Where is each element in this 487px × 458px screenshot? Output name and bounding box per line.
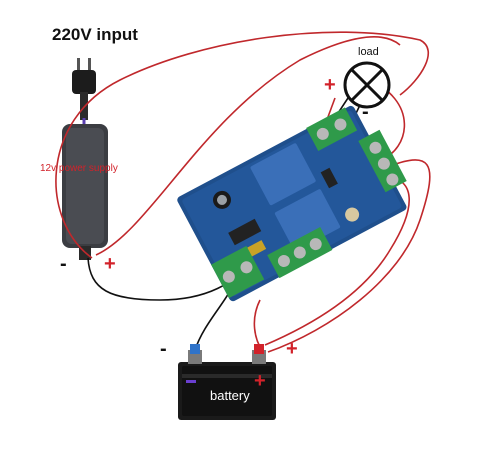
- supply-plus-sign: +: [104, 253, 116, 275]
- battery-body-plus-sign: +: [254, 370, 266, 392]
- power-supply-label: 12v power supply: [40, 163, 118, 174]
- title-220v-input: 220V input: [52, 25, 138, 44]
- terminal-block-left: [211, 245, 265, 299]
- load-minus-sign: -: [362, 101, 369, 123]
- battery-minus-mark: [186, 380, 196, 383]
- battery-minus-sign: -: [160, 338, 167, 360]
- battery: [178, 344, 276, 420]
- relay-module-board: [177, 105, 407, 302]
- terminal-block-top: [306, 107, 358, 151]
- relay-1: [250, 143, 316, 206]
- load-label: load: [358, 46, 379, 58]
- battery-label: battery: [210, 388, 250, 403]
- load-lamp-symbol: [343, 61, 391, 109]
- power-supply-adapter: [62, 124, 108, 260]
- battery-plus-sign: +: [286, 338, 298, 360]
- supply-minus-sign: -: [60, 253, 67, 275]
- load-plus-sign: +: [324, 74, 336, 96]
